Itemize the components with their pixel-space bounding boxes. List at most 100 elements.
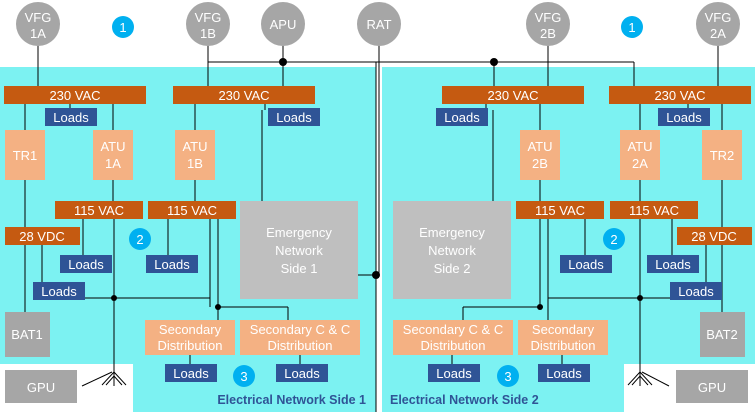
- emergency-1-line2: Network: [275, 243, 323, 258]
- source-rat-label: RAT: [366, 17, 391, 32]
- emergency-2-line3: Side 2: [434, 261, 471, 276]
- bus-115-1b-label: 115 VAC: [167, 203, 217, 218]
- secondary-dist-1-line1: Secondary: [159, 322, 222, 337]
- bat1-label: BAT1: [11, 327, 43, 342]
- source-apu-label: APU: [270, 17, 297, 32]
- loads-115-1b: Loads: [146, 255, 198, 273]
- gpu-2: GPU: [676, 370, 748, 403]
- bus-28-1-label: 28 VDC: [19, 229, 65, 244]
- tr2-label: TR2: [710, 148, 735, 163]
- marker-3-left: 3: [233, 365, 255, 387]
- bus-28-2: 28 VDC: [677, 227, 752, 245]
- tr1-label: TR1: [13, 148, 38, 163]
- bus-230-1b: 230 VAC: [173, 86, 315, 104]
- emergency-network-side-2: Emergency Network Side 2: [393, 201, 511, 299]
- junction-dots: [111, 58, 643, 310]
- source-vfg-1b: VFG 1B: [186, 2, 230, 46]
- loads-115-1a: Loads: [60, 255, 112, 273]
- atu-1b-box: ATU 1B: [175, 130, 215, 180]
- bus-115-1a-label: 115 VAC: [74, 203, 124, 218]
- source-vfg-2b-line2: 2B: [540, 26, 556, 41]
- emergency-network-side-1: Emergency Network Side 1: [240, 201, 358, 299]
- source-vfg-1a-line1: VFG: [25, 10, 52, 25]
- marker-1-left: 1: [112, 16, 134, 38]
- loads-label: Loads: [666, 110, 702, 125]
- secondary-cc-distribution-1: Secondary C & C Distribution: [240, 320, 360, 355]
- atu-2a-box: ATU 2A: [620, 130, 660, 180]
- secondary-cc-distribution-2: Secondary C & C Distribution: [393, 320, 513, 355]
- source-vfg-2a-line1: VFG: [705, 10, 732, 25]
- source-vfg-2b-line1: VFG: [535, 10, 562, 25]
- loads-label: Loads: [53, 110, 89, 125]
- marker-3-right-label: 3: [504, 369, 511, 384]
- atu-2a-line1: ATU: [627, 139, 652, 154]
- marker-1-right: 1: [621, 16, 643, 38]
- loads-label: Loads: [655, 257, 691, 272]
- tr1-box: TR1: [5, 130, 45, 180]
- loads-secondary-cc-2: Loads: [428, 364, 480, 382]
- gpu-1-label: GPU: [27, 380, 55, 395]
- marker-3-left-label: 3: [240, 369, 247, 384]
- source-vfg-2a: VFG 2A: [696, 2, 740, 46]
- source-vfg-1a: VFG 1A: [16, 2, 60, 46]
- loads-115-2a: Loads: [647, 255, 699, 273]
- battery-1: BAT1: [5, 312, 50, 357]
- source-vfg-1b-line1: VFG: [195, 10, 222, 25]
- marker-1-right-label: 1: [628, 20, 635, 35]
- loads-label: Loads: [154, 257, 190, 272]
- bus-230-2b: 230 VAC: [442, 86, 584, 104]
- bus-115-2b-label: 115 VAC: [535, 203, 585, 218]
- atu-1a-line1: ATU: [100, 139, 125, 154]
- bus-115-1a: 115 VAC: [55, 201, 143, 219]
- secondary-dist-2-line1: Secondary: [532, 322, 595, 337]
- atu-2b-line2: 2B: [532, 156, 548, 171]
- bus-28-2-label: 28 VDC: [691, 229, 737, 244]
- atu-1b-line2: 1B: [187, 156, 203, 171]
- secondary-dist-2-line2: Distribution: [530, 338, 595, 353]
- bus-230-1b-label: 230 VAC: [218, 88, 269, 103]
- bus-115-1b: 115 VAC: [148, 201, 236, 219]
- bus-230-2a: 230 VAC: [609, 86, 751, 104]
- bus-28-1: 28 VDC: [5, 227, 80, 245]
- source-vfg-2b: VFG 2B: [526, 2, 570, 46]
- atu-2b-line1: ATU: [527, 139, 552, 154]
- loads-label: Loads: [276, 110, 312, 125]
- source-vfg-1b-line2: 1B: [200, 26, 216, 41]
- tr2-box: TR2: [702, 130, 742, 180]
- loads-28-1: Loads: [33, 282, 85, 300]
- atu-1a-box: ATU 1A: [93, 130, 133, 180]
- bat2-label: BAT2: [706, 327, 738, 342]
- source-vfg-2a-line2: 2A: [710, 26, 726, 41]
- loads-label: Loads: [546, 366, 582, 381]
- bus-115-2a-label: 115 VAC: [629, 203, 679, 218]
- loads-label: Loads: [678, 284, 714, 299]
- loads-label: Loads: [436, 366, 472, 381]
- loads-230-2a: Loads: [658, 108, 710, 126]
- loads-115-2b: Loads: [560, 255, 612, 273]
- loads-label: Loads: [568, 257, 604, 272]
- secondary-cc-2-line2: Distribution: [420, 338, 485, 353]
- loads-label: Loads: [284, 366, 320, 381]
- loads-secondary-cc-1: Loads: [276, 364, 328, 382]
- marker-3-right: 3: [497, 365, 519, 387]
- marker-2-left-label: 2: [136, 232, 143, 247]
- loads-label: Loads: [68, 257, 104, 272]
- loads-label: Loads: [173, 366, 209, 381]
- loads-230-1a: Loads: [45, 108, 97, 126]
- bus-230-2a-label: 230 VAC: [654, 88, 705, 103]
- secondary-dist-1-line2: Distribution: [157, 338, 222, 353]
- secondary-cc-1-line1: Secondary C & C: [250, 322, 350, 337]
- marker-2-left: 2: [129, 228, 151, 250]
- source-apu: APU: [261, 2, 305, 46]
- network-side-1-label: Electrical Network Side 1: [217, 393, 366, 407]
- gpu-2-label: GPU: [698, 380, 726, 395]
- secondary-distribution-2: Secondary Distribution: [518, 320, 608, 355]
- emergency-1-line3: Side 1: [281, 261, 318, 276]
- bus-230-1a: 230 VAC: [4, 86, 146, 104]
- loads-28-2: Loads: [670, 282, 722, 300]
- loads-230-2b: Loads: [436, 108, 488, 126]
- bus-115-2b: 115 VAC: [516, 201, 604, 219]
- loads-230-1b: Loads: [268, 108, 320, 126]
- secondary-distribution-1: Secondary Distribution: [145, 320, 235, 355]
